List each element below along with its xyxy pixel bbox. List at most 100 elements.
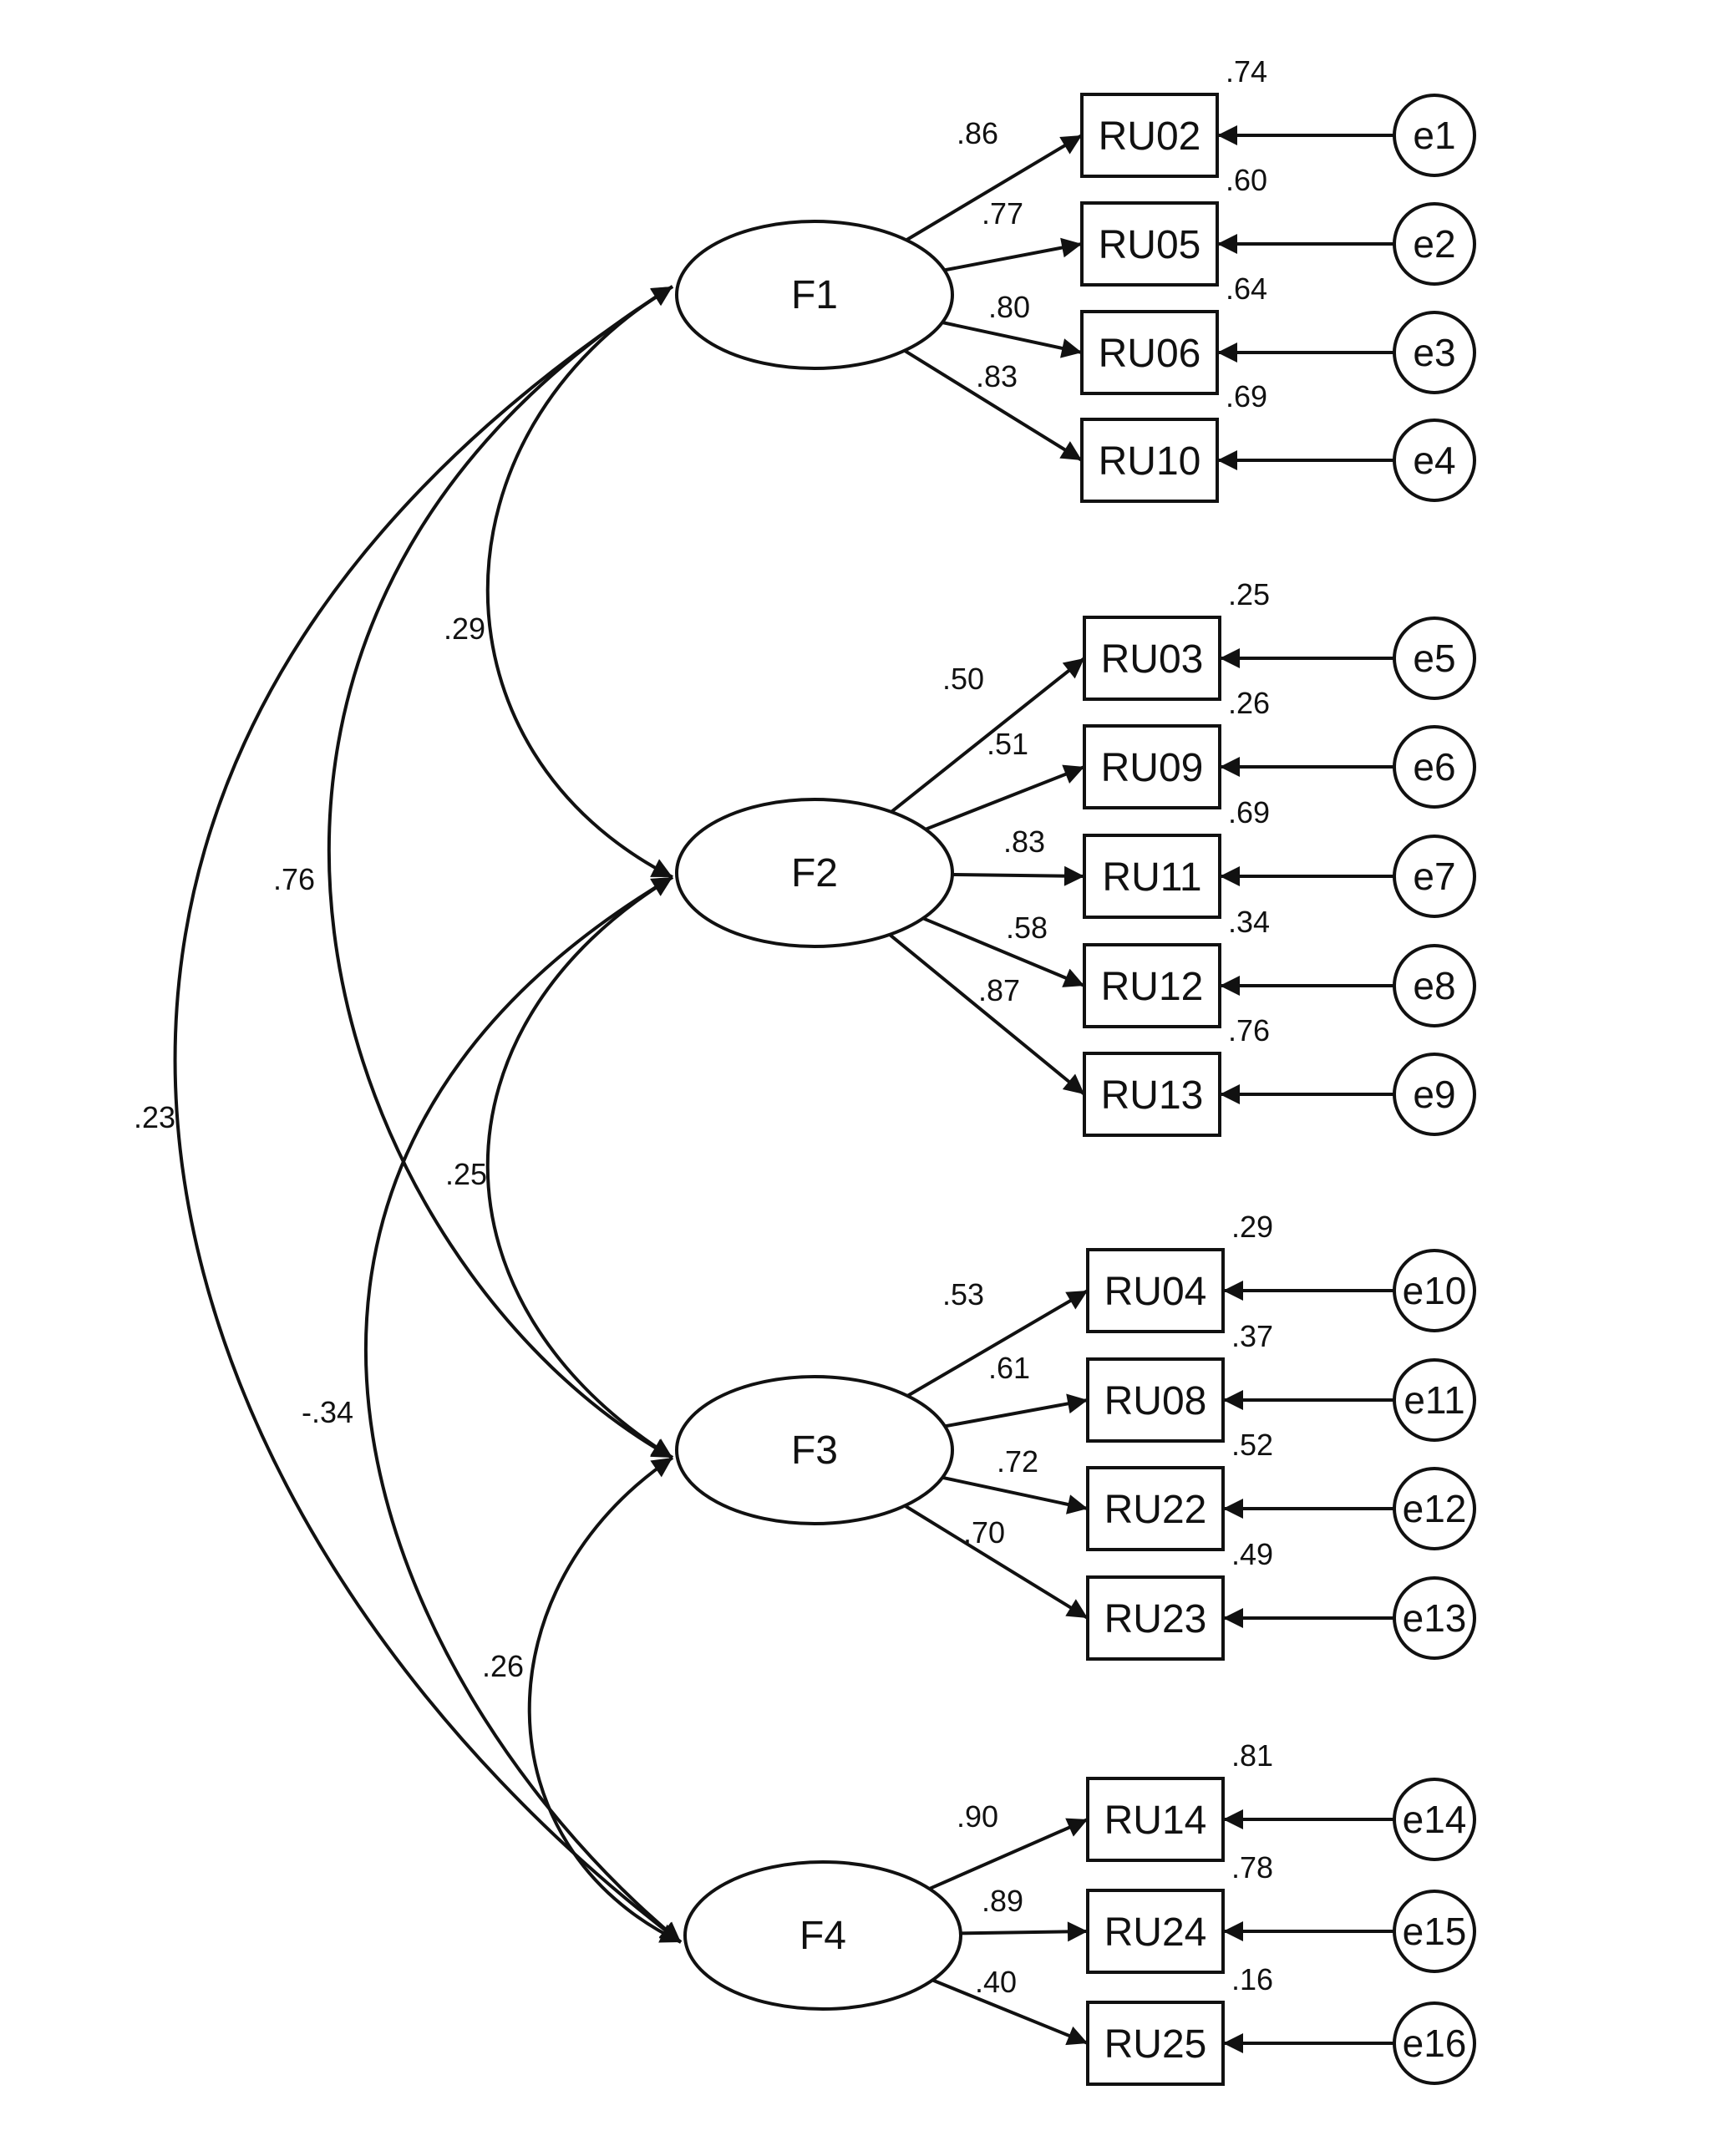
error-e6-circle [1393, 725, 1476, 809]
covariance-f1-f3-curve [327, 285, 674, 1459]
factor-f4-ellipse [683, 1860, 962, 2011]
indicator-label: RU22 [1104, 1488, 1207, 1532]
loading-arrow [925, 764, 1085, 831]
indicator-ru22-box [1086, 1466, 1225, 1551]
indicator-ru10-box [1080, 418, 1219, 503]
loading-coefficient: .87 [978, 973, 1020, 1007]
r-squared-value: .69 [1228, 795, 1270, 829]
r-squared-value: .69 [1226, 379, 1267, 413]
error-e11-circle [1393, 1358, 1476, 1442]
loading-coefficient: .50 [942, 662, 984, 696]
loading-coefficient: .61 [988, 1351, 1030, 1385]
indicator-label: RU05 [1099, 223, 1201, 267]
indicator-ru04-box [1086, 1248, 1225, 1333]
indicator-label: RU06 [1099, 332, 1201, 376]
error-e13-circle [1393, 1576, 1476, 1660]
indicator-label: RU14 [1104, 1798, 1207, 1843]
loading-arrow [906, 1289, 1089, 1398]
error-e5-circle [1393, 616, 1476, 700]
error-e9-circle [1393, 1053, 1476, 1136]
error-e14-circle [1393, 1778, 1476, 1861]
indicator-ru23-box [1086, 1575, 1225, 1661]
covariance-f2-f4-curve [363, 875, 683, 1944]
error-label: e2 [1413, 222, 1455, 266]
loading-coefficient: .77 [982, 196, 1023, 231]
error-e15-circle [1393, 1890, 1476, 1973]
factor-f3-ellipse [675, 1375, 954, 1525]
error-e10-circle [1393, 1249, 1476, 1332]
factor-label: F3 [791, 1428, 838, 1473]
error-e12-circle [1393, 1467, 1476, 1550]
indicator-ru09-box [1083, 724, 1221, 809]
error-label: e13 [1403, 1596, 1467, 1640]
indicator-label: RU02 [1099, 114, 1201, 159]
error-label: e1 [1413, 114, 1455, 157]
error-label: e3 [1413, 331, 1455, 374]
loading-coefficient: .58 [1006, 911, 1048, 945]
indicator-label: RU10 [1099, 439, 1201, 484]
r-squared-value: .60 [1226, 163, 1267, 197]
covariance-value: .76 [273, 862, 315, 896]
indicator-ru08-box [1086, 1357, 1225, 1443]
r-squared-value: .49 [1231, 1537, 1273, 1571]
error-label: e8 [1413, 964, 1455, 1007]
node-layer [675, 93, 1476, 2086]
loading-coefficient: .53 [942, 1277, 984, 1311]
r-squared-value: .34 [1228, 905, 1270, 939]
error-label: e15 [1403, 1910, 1467, 1953]
factor-f2-ellipse [675, 798, 954, 948]
indicator-label: RU25 [1104, 2022, 1207, 2067]
indicator-ru13-box [1083, 1052, 1221, 1137]
indicator-label: RU23 [1104, 1597, 1207, 1641]
error-e8-circle [1393, 944, 1476, 1027]
loading-arrow [960, 1921, 1089, 1942]
error-label: e4 [1413, 439, 1455, 482]
loading-arrow [888, 933, 1086, 1096]
covariance-value: .29 [444, 611, 485, 646]
loading-arrow [931, 1978, 1089, 2046]
error-label: e5 [1413, 637, 1455, 680]
loading-arrow [942, 1475, 1089, 1514]
covariance-f3-f4-curve [527, 1456, 682, 1944]
indicator-ru24-box [1086, 1889, 1225, 1974]
loading-arrow [928, 1818, 1089, 1890]
covariance-f1-f2-curve [485, 285, 674, 879]
covariance-f1-f4-curve [173, 285, 683, 1944]
error-label: e10 [1403, 1269, 1467, 1312]
indicator-ru11-box [1083, 834, 1221, 919]
r-squared-value: .37 [1231, 1319, 1273, 1353]
loading-coefficient: .83 [976, 359, 1018, 393]
r-squared-value: .76 [1228, 1013, 1270, 1048]
error-e16-circle [1393, 2001, 1476, 2085]
loading-coefficient: .80 [988, 290, 1030, 324]
factor-label: F2 [791, 851, 838, 895]
loading-arrow [944, 237, 1083, 272]
indicator-ru12-box [1083, 943, 1221, 1028]
error-label: e9 [1413, 1073, 1455, 1116]
error-e2-circle [1393, 202, 1476, 286]
loading-coefficient: .86 [957, 116, 998, 150]
loading-coefficient: .70 [963, 1515, 1005, 1550]
loading-arrow [952, 865, 1085, 886]
covariance-value: -.34 [302, 1395, 353, 1429]
error-e3-circle [1393, 311, 1476, 394]
r-squared-value: .52 [1231, 1428, 1273, 1462]
loading-arrow [903, 348, 1084, 462]
r-squared-value: .16 [1231, 1962, 1273, 1996]
error-e4-circle [1393, 419, 1476, 502]
error-label: e6 [1413, 745, 1455, 789]
r-squared-value: .29 [1231, 1210, 1273, 1244]
indicator-label: RU11 [1102, 855, 1201, 900]
error-label: e11 [1404, 1378, 1464, 1422]
loading-arrow [890, 657, 1086, 814]
error-e7-circle [1393, 835, 1476, 918]
r-squared-value: .81 [1231, 1738, 1273, 1773]
loading-layer [888, 125, 1394, 2053]
indicator-ru02-box [1080, 93, 1219, 178]
covariance-f2-f3-curve [485, 875, 674, 1459]
loading-arrow [922, 916, 1085, 987]
r-squared-value: .74 [1226, 54, 1267, 89]
loading-coefficient: .89 [982, 1884, 1023, 1918]
loading-coefficient: .83 [1003, 824, 1045, 859]
